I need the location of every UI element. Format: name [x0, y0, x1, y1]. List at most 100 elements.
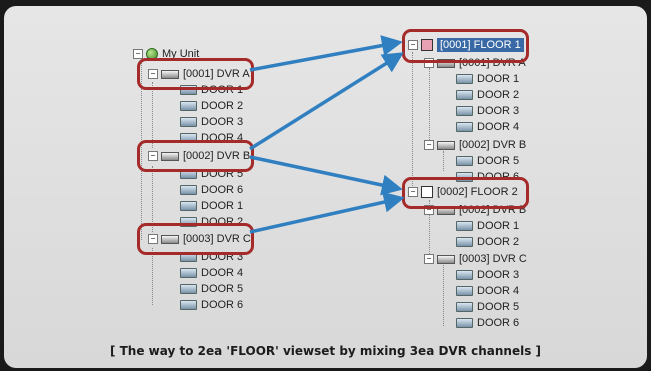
left-door-item[interactable]: DOOR 4 [180, 265, 243, 281]
tree-root[interactable]: − My Unit [133, 46, 199, 62]
camera-icon [456, 286, 473, 296]
left-door-item[interactable]: DOOR 1 [180, 198, 243, 214]
door-label: DOOR 1 [477, 220, 520, 232]
right-door-item[interactable]: DOOR 2 [456, 87, 519, 103]
dvr-label: [0002] DVR B [459, 139, 527, 151]
tree-connector [152, 248, 153, 305]
collapse-toggle-icon[interactable]: − [408, 40, 418, 50]
door-label: DOOR 1 [201, 200, 244, 212]
tree-connector [152, 166, 153, 232]
collapse-toggle-icon[interactable]: − [424, 254, 434, 264]
door-label: DOOR 6 [201, 184, 244, 196]
camera-icon [456, 122, 473, 132]
camera-icon [456, 318, 473, 328]
right-door-item[interactable]: DOOR 4 [456, 119, 519, 135]
left-dvr-b[interactable]: − [0002] DVR B [148, 148, 250, 164]
door-label: DOOR 5 [201, 283, 244, 295]
right-door-item[interactable]: DOOR 2 [456, 234, 519, 250]
camera-icon [180, 284, 197, 294]
door-label: DOOR 2 [477, 236, 520, 248]
collapse-toggle-icon[interactable]: − [424, 205, 434, 215]
door-label: DOOR 6 [201, 299, 244, 311]
arrow-dvr-c-to-floor-2 [249, 191, 405, 234]
door-label: DOOR 3 [201, 116, 244, 128]
right-door-item[interactable]: DOOR 6 [456, 315, 519, 331]
dvr-icon [161, 234, 179, 244]
left-door-item[interactable]: DOOR 5 [180, 281, 243, 297]
camera-icon [456, 221, 473, 231]
highlight-frame-floor-1 [402, 29, 529, 63]
left-door-item[interactable]: DOOR 3 [180, 114, 243, 130]
dvr-label: [0002] DVR B [183, 150, 251, 162]
door-label: DOOR 5 [477, 301, 520, 313]
camera-icon [456, 237, 473, 247]
camera-icon [180, 268, 197, 278]
tree-connector [429, 68, 430, 146]
dvr-label: [0001] DVR A [183, 68, 250, 80]
dvr-icon [161, 151, 179, 161]
left-dvr-c[interactable]: − [0003] DVR C [148, 231, 251, 247]
left-door-item[interactable]: DOOR 2 [180, 98, 243, 114]
camera-icon [456, 106, 473, 116]
tree-connector [429, 200, 430, 264]
camera-icon [180, 300, 197, 310]
camera-icon [456, 74, 473, 84]
door-label: DOOR 3 [477, 269, 520, 281]
right-dvr-group[interactable]: − [0003] DVR C [424, 251, 527, 267]
floor-1-node[interactable]: − [0001] FLOOR 1 [408, 37, 524, 53]
right-door-item[interactable]: DOOR 5 [456, 299, 519, 315]
door-label: DOOR 2 [477, 89, 520, 101]
camera-icon [180, 201, 197, 211]
tree-connector [152, 82, 153, 148]
dvr-icon [437, 58, 455, 68]
camera-icon [456, 90, 473, 100]
floor-label: [0002] FLOOR 2 [437, 186, 518, 198]
floor-icon [421, 186, 433, 198]
door-label: DOOR 4 [477, 121, 520, 133]
door-label: DOOR 4 [477, 285, 520, 297]
camera-icon [180, 117, 197, 127]
right-door-item[interactable]: DOOR 3 [456, 267, 519, 283]
collapse-toggle-icon[interactable]: − [148, 151, 158, 161]
right-dvr-group[interactable]: − [0002] DVR B [424, 137, 526, 153]
dvr-label: [0003] DVR C [459, 253, 527, 265]
dvr-icon [161, 69, 179, 79]
diagram-caption: [ The way to 2ea 'FLOOR' viewset by mixi… [109, 344, 542, 358]
arrow-dvr-a-to-floor-1 [249, 35, 403, 72]
collapse-toggle-icon[interactable]: − [133, 49, 143, 59]
right-door-item[interactable]: DOOR 4 [456, 283, 519, 299]
collapse-toggle-icon[interactable]: − [408, 187, 418, 197]
left-dvr-a[interactable]: − [0001] DVR A [148, 66, 250, 82]
right-door-item[interactable]: DOOR 1 [456, 71, 519, 87]
dvr-icon [437, 254, 455, 264]
diagram-panel [4, 6, 647, 368]
left-door-item[interactable]: DOOR 6 [180, 182, 243, 198]
floor-icon [421, 39, 433, 51]
arrow-dvr-b-to-floor-2 [249, 155, 403, 196]
right-door-item[interactable]: DOOR 5 [456, 153, 519, 169]
left-door-item[interactable]: DOOR 6 [180, 297, 243, 313]
dvr-icon [437, 140, 455, 150]
dvr-label: [0003] DVR C [183, 233, 251, 245]
highlight-frame-dvr-a [137, 58, 254, 90]
tree-connector [412, 52, 413, 192]
highlight-frame-dvr-c [137, 223, 254, 255]
collapse-toggle-icon[interactable]: − [148, 234, 158, 244]
collapse-toggle-icon[interactable]: − [424, 140, 434, 150]
tree-connector [443, 151, 444, 171]
door-label: DOOR 6 [477, 317, 520, 329]
floor-2-node[interactable]: − [0002] FLOOR 2 [408, 184, 518, 200]
camera-icon [456, 302, 473, 312]
floor-label: [0001] FLOOR 1 [437, 38, 524, 52]
camera-icon [456, 270, 473, 280]
arrow-dvr-b-to-floor-1 [249, 52, 404, 151]
camera-icon [456, 156, 473, 166]
camera-icon [180, 85, 197, 95]
right-door-item[interactable]: DOOR 1 [456, 218, 519, 234]
tree-connector [141, 62, 142, 240]
collapse-toggle-icon[interactable]: − [148, 69, 158, 79]
door-label: DOOR 3 [477, 105, 520, 117]
right-door-item[interactable]: DOOR 3 [456, 103, 519, 119]
camera-icon [180, 217, 197, 227]
